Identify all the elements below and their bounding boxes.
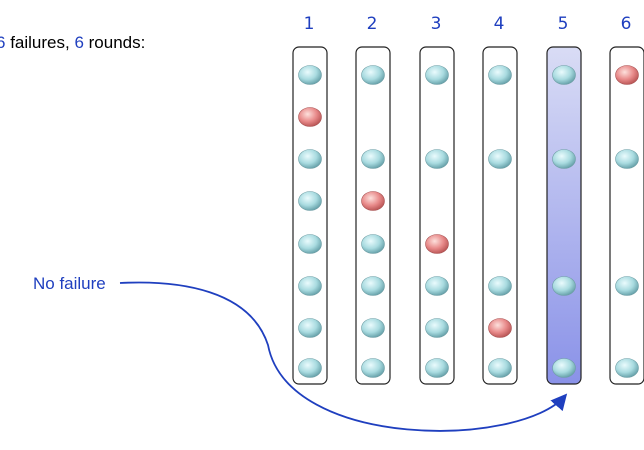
ok-node: [615, 149, 639, 169]
ok-node: [552, 276, 576, 296]
round-box: [482, 46, 518, 385]
round-columns: 1 2 3 4 5 6: [292, 14, 644, 385]
ok-node: [298, 149, 322, 169]
ok-node: [298, 318, 322, 338]
round-number: 3: [431, 14, 442, 34]
round-column-1: 1: [292, 14, 328, 385]
round-box: [609, 46, 644, 385]
round-column-3: 3: [419, 14, 455, 385]
round-box: [355, 46, 391, 385]
ok-node: [552, 149, 576, 169]
failed-node: [615, 65, 639, 85]
ok-node: [298, 358, 322, 378]
rounds-label: rounds:: [84, 33, 145, 52]
failures-count: 6: [0, 33, 5, 52]
ok-node: [488, 149, 512, 169]
heading: 6 failures, 6 rounds:: [0, 33, 145, 52]
ok-node: [361, 234, 385, 254]
rounds-count: 6: [74, 33, 83, 52]
ok-node: [425, 65, 449, 85]
failed-node: [425, 234, 449, 254]
highlighted-round-box: [546, 46, 582, 385]
round-number: 5: [558, 14, 569, 34]
ok-node: [298, 234, 322, 254]
ok-node: [361, 318, 385, 338]
round-number: 6: [621, 14, 632, 34]
ok-node: [552, 358, 576, 378]
ok-node: [488, 65, 512, 85]
ok-node: [298, 65, 322, 85]
ok-node: [361, 65, 385, 85]
ok-node: [425, 149, 449, 169]
round-column-6: 6: [609, 14, 644, 385]
failures-label: failures,: [5, 33, 74, 52]
round-box: [419, 46, 455, 385]
ok-node: [298, 191, 322, 211]
ok-node: [425, 318, 449, 338]
ok-node: [615, 358, 639, 378]
ok-node: [488, 276, 512, 296]
round-box: [292, 46, 328, 385]
ok-node: [298, 276, 322, 296]
round-number: 1: [304, 14, 315, 34]
no-failure-label: No failure: [33, 274, 106, 293]
round-number: 2: [367, 14, 378, 34]
failed-node: [488, 318, 512, 338]
failed-node: [298, 107, 322, 127]
failed-node: [361, 191, 385, 211]
ok-node: [615, 276, 639, 296]
ok-node: [425, 276, 449, 296]
round-column-2: 2: [355, 14, 391, 385]
ok-node: [488, 358, 512, 378]
ok-node: [361, 149, 385, 169]
round-number: 4: [494, 14, 505, 34]
round-column-4: 4: [482, 14, 518, 385]
ok-node: [552, 65, 576, 85]
ok-node: [425, 358, 449, 378]
round-column-5: 5: [546, 14, 582, 385]
ok-node: [361, 276, 385, 296]
no-failure-arrow: [119, 281, 568, 432]
ok-node: [361, 358, 385, 378]
